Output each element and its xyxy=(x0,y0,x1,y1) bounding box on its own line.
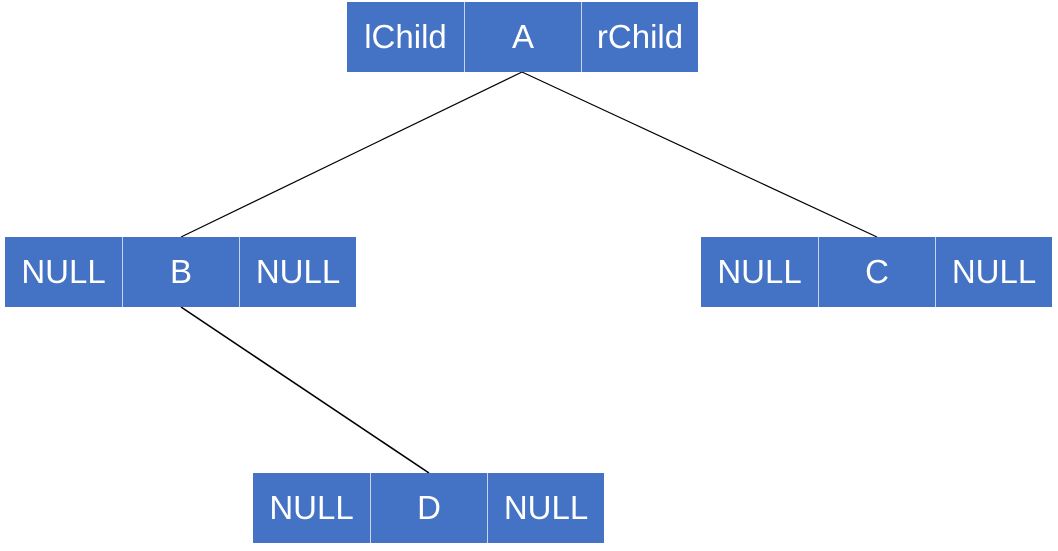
node-d-value: D xyxy=(370,473,487,543)
node-a-left-pointer: lChild xyxy=(347,2,464,72)
tree-node-a: lChild A rChild xyxy=(347,2,698,72)
tree-node-d: NULL D NULL xyxy=(253,473,604,543)
node-b-value: B xyxy=(122,237,239,307)
tree-node-c: NULL C NULL xyxy=(701,237,1052,307)
edge-b-d xyxy=(180,306,430,474)
node-c-left-pointer: NULL xyxy=(701,237,818,307)
node-b-left-pointer: NULL xyxy=(5,237,122,307)
node-d-left-pointer: NULL xyxy=(253,473,370,543)
node-b-right-pointer: NULL xyxy=(239,237,356,307)
node-d-right-pointer: NULL xyxy=(487,473,604,543)
node-c-value: C xyxy=(818,237,935,307)
node-a-right-pointer: rChild xyxy=(581,2,698,72)
edge-a-b xyxy=(180,71,523,238)
tree-node-b: NULL B NULL xyxy=(5,237,356,307)
edge-a-c xyxy=(521,71,878,238)
node-a-value: A xyxy=(464,2,581,72)
node-c-right-pointer: NULL xyxy=(935,237,1052,307)
